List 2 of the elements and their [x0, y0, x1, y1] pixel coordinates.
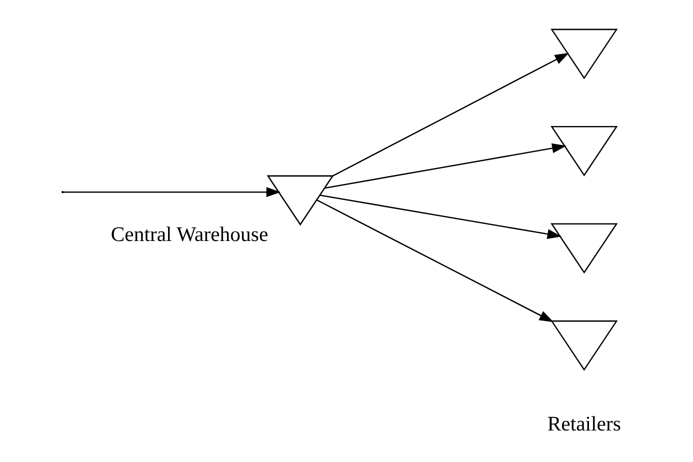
node-label: Central Warehouse: [110, 224, 268, 246]
label: Retailers: [547, 413, 621, 436]
